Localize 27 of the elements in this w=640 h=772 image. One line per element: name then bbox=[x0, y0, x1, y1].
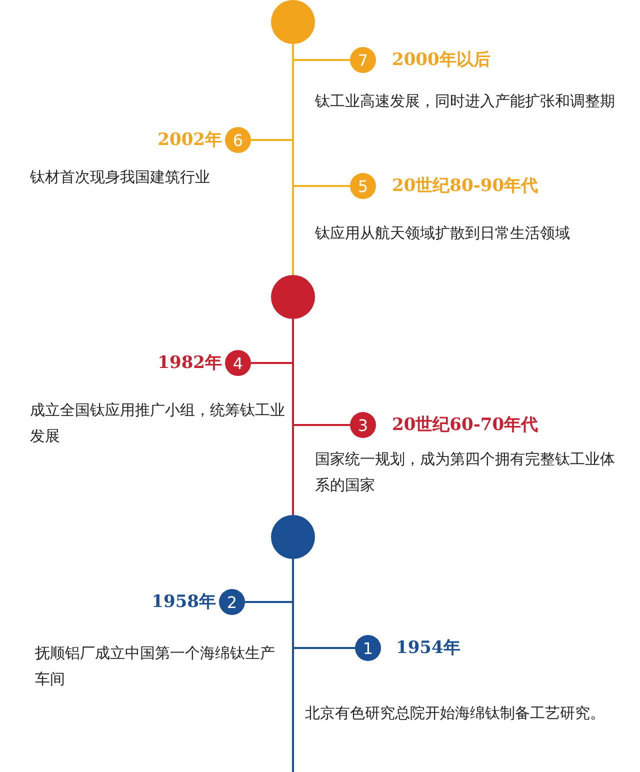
numbered-circle: 2 bbox=[219, 589, 245, 615]
year-label: 1958年 bbox=[152, 591, 216, 613]
timeline-circle bbox=[271, 0, 315, 44]
branch-line bbox=[292, 559, 355, 649]
year-label: 1982年 bbox=[158, 352, 222, 374]
description-text: 国家统一规划，成为第四个拥有完整钛工业体系的国家 bbox=[315, 449, 615, 496]
year-label: 2000年以后 bbox=[392, 49, 490, 71]
branch-line bbox=[292, 44, 350, 187]
description-text: 钛材首次现身我国建筑行业 bbox=[30, 167, 211, 188]
description-text: 北京有色研究总院开始海绵钛制备工艺研究。 bbox=[305, 703, 606, 724]
description-text: 钛应用从航天领域扩散到日常生活领域 bbox=[315, 223, 571, 244]
numbered-circle: 5 bbox=[350, 173, 376, 199]
year-label: 1954年 bbox=[396, 637, 460, 659]
numbered-circle: 4 bbox=[225, 350, 251, 376]
numbered-circle: 1 bbox=[355, 635, 381, 661]
timeline-circle bbox=[271, 275, 315, 319]
numbered-circle: 3 bbox=[350, 412, 376, 438]
timeline-circle bbox=[271, 515, 315, 559]
numbered-circle: 6 bbox=[225, 127, 251, 153]
branch-line bbox=[292, 319, 350, 426]
description-text: 成立全国钛应用推广小组，统筹钛工业发展 bbox=[30, 400, 286, 447]
description-text: 钛工业高速发展，同时进入产能扩张和调整期 bbox=[315, 91, 616, 112]
numbered-circle: 7 bbox=[350, 47, 376, 73]
year-label: 20世纪80-90年代 bbox=[392, 175, 538, 197]
year-label: 20世纪60-70年代 bbox=[392, 414, 538, 436]
description-text: 抚顺铝厂成立中国第一个海绵钛生产车间 bbox=[35, 643, 276, 690]
year-label: 2002年 bbox=[158, 129, 222, 151]
